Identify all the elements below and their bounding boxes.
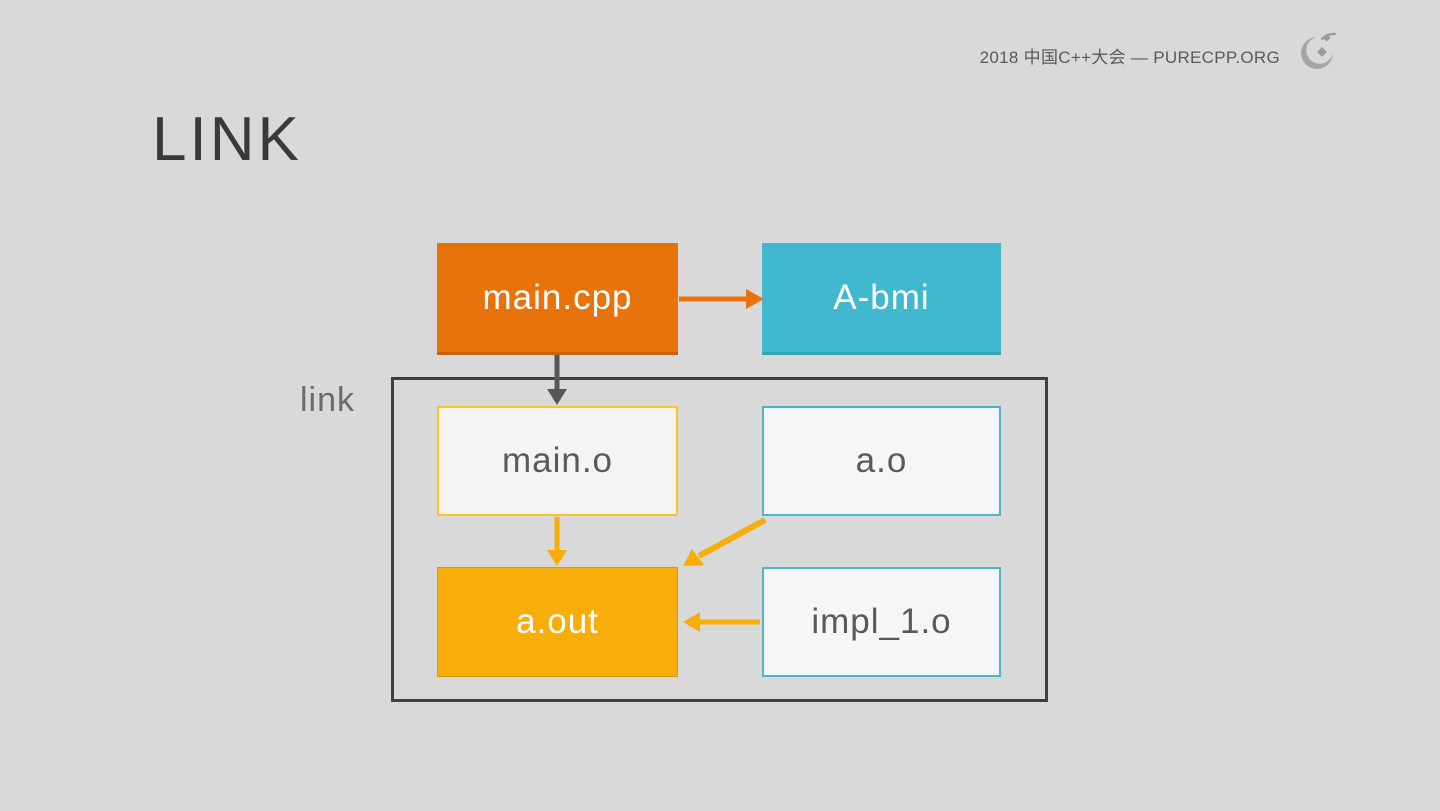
purecpp-logo-icon [1294, 30, 1340, 81]
node-main-o-label: main.o [501, 441, 614, 480]
page-title: LINK [152, 105, 302, 174]
link-group-label: link [300, 381, 356, 419]
node-a-o: a.o [762, 406, 1001, 516]
node-impl-1-o: impl_1.o [762, 567, 1001, 677]
node-main-cpp: main.cpp [437, 243, 678, 355]
node-a-out-label: a.out [516, 602, 599, 641]
node-a-bmi-label: A-bmi [833, 277, 930, 317]
node-impl-1-o-label: impl_1.o [811, 602, 952, 641]
edge-maincpp-to-abmi [679, 289, 764, 309]
conference-title: 2018 中国C++大会 — PURECPP.ORG [979, 48, 1280, 67]
node-a-out: a.out [437, 567, 678, 677]
node-a-bmi: A-bmi [762, 243, 1001, 355]
node-a-o-label: a.o [855, 441, 908, 480]
node-main-o: main.o [437, 406, 678, 516]
header: 2018 中国C++大会 — PURECPP.ORG [980, 30, 1340, 81]
link-group-container [391, 377, 1048, 702]
node-main-cpp-label: main.cpp [482, 277, 633, 317]
